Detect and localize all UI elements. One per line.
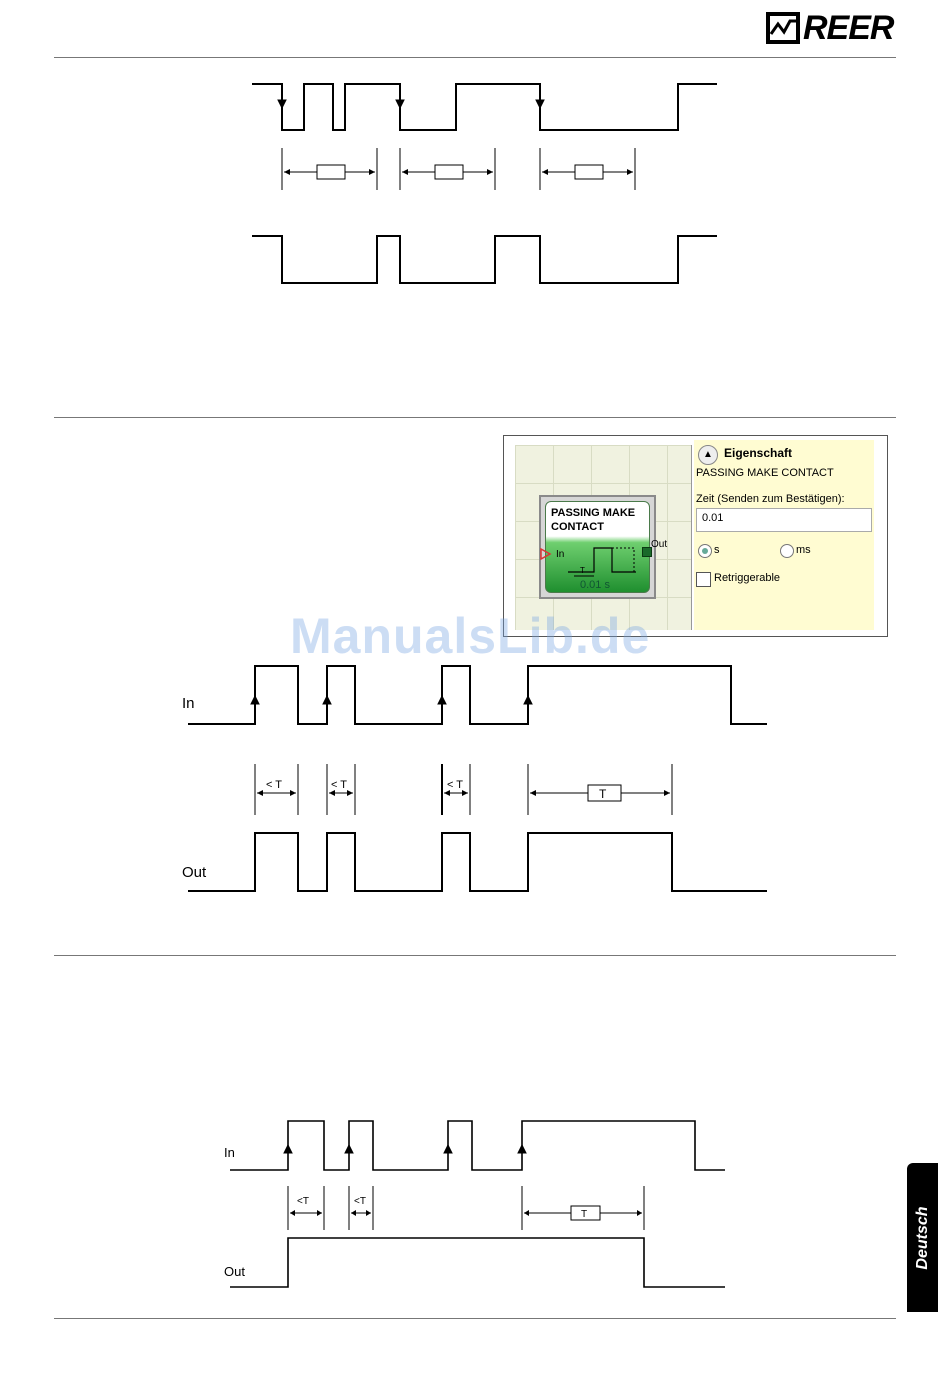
- unit-s-radio[interactable]: [698, 544, 712, 558]
- d2-lt-label-1: < T: [266, 779, 282, 791]
- section-rule: [54, 955, 896, 956]
- block-input-label: In: [556, 549, 564, 560]
- d3-lt-label-1: <T: [297, 1196, 309, 1207]
- d3-input-wave: [230, 1121, 725, 1170]
- d2-output-wave: [188, 833, 767, 891]
- language-tab-label: Deutsch: [914, 1206, 932, 1269]
- collapse-up-icon[interactable]: ▲: [698, 445, 718, 465]
- section-rule: [54, 417, 896, 418]
- retriggerable-label: Retriggerable: [714, 572, 780, 584]
- pulse-t-label: T: [580, 566, 585, 575]
- d2-measures: [255, 764, 672, 815]
- retriggerable-checkbox[interactable]: [696, 572, 711, 587]
- d3-measures: [288, 1186, 644, 1230]
- timing-diagram-top: [0, 0, 950, 300]
- properties-pane: ▲ Eigenschaft PASSING MAKE CONTACT Zeit …: [694, 440, 874, 630]
- d2-t-label: T: [599, 787, 607, 801]
- block-title: PASSING MAKE CONTACT: [551, 506, 649, 534]
- timing-diagram-middle: In Out < T < T < T T: [0, 640, 950, 910]
- properties-block-name: PASSING MAKE CONTACT: [696, 467, 834, 479]
- d2-lt-label-2: < T: [331, 779, 347, 791]
- language-tab: Deutsch: [907, 1163, 938, 1312]
- d2-edge-arrows: [251, 696, 532, 722]
- input-pin-icon: [540, 548, 552, 560]
- block-body: PASSING MAKE CONTACT In T 0.01 s: [545, 501, 650, 593]
- diagram-top-waves: [252, 84, 717, 283]
- d3-out-label: Out: [224, 1264, 245, 1279]
- d3-edge-arrows: [284, 1145, 526, 1168]
- time-input[interactable]: 0.01: [696, 508, 872, 532]
- properties-header: Eigenschaft: [724, 446, 792, 460]
- d2-input-wave: [188, 666, 767, 724]
- unit-ms-radio[interactable]: [780, 544, 794, 558]
- d3-output-wave: [230, 1238, 725, 1287]
- diagram-top-arrows: [278, 86, 544, 108]
- d2-out-label: Out: [182, 864, 207, 881]
- unit-s-label: s: [714, 544, 720, 556]
- footer-rule: [54, 1318, 896, 1319]
- d3-lt-label-2: <T: [354, 1196, 366, 1207]
- d3-t-label: T: [581, 1209, 587, 1220]
- pulse-diagram-icon: T: [568, 542, 638, 582]
- top-output-wave: [252, 236, 717, 283]
- unit-ms-label: ms: [796, 544, 811, 556]
- top-input-wave: [252, 84, 717, 130]
- d3-in-label: In: [224, 1145, 235, 1160]
- timing-diagram-bottom: In Out <T <T T: [0, 1100, 950, 1300]
- diagram-top-measures: [282, 148, 635, 190]
- d2-in-label: In: [182, 695, 195, 712]
- time-field-label: Zeit (Senden zum Bestätigen):: [696, 493, 845, 505]
- design-canvas: PASSING MAKE CONTACT In T 0.01 s Out: [515, 445, 692, 630]
- block-time-label: 0.01 s: [580, 579, 610, 591]
- block-output-label: Out: [651, 539, 667, 550]
- passing-make-contact-block[interactable]: PASSING MAKE CONTACT In T 0.01 s Out: [539, 495, 656, 599]
- d2-lt-label-3: < T: [447, 779, 463, 791]
